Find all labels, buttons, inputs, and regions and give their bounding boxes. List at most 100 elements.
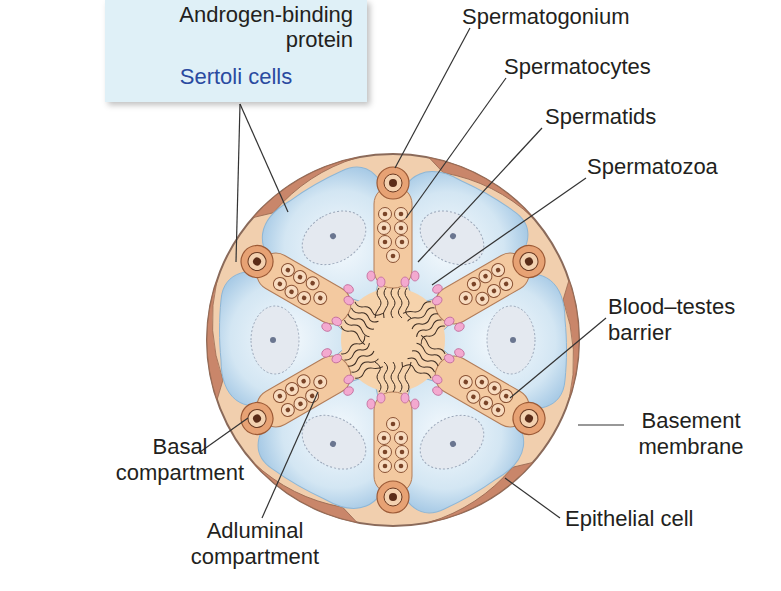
cell-part xyxy=(495,267,501,273)
germ-column xyxy=(230,231,387,352)
cell-layer xyxy=(207,149,579,531)
spermatozoon xyxy=(407,306,435,325)
sertoli-nucleus xyxy=(293,200,376,276)
spermatozoon xyxy=(350,306,378,324)
cell-part xyxy=(471,281,477,287)
cell-part xyxy=(309,280,315,286)
cell-part xyxy=(301,295,307,301)
cell-part xyxy=(391,254,396,259)
spermatocyte xyxy=(304,274,322,292)
spermatid xyxy=(342,385,355,397)
cell-part xyxy=(382,436,387,441)
spermatozoon xyxy=(418,324,447,344)
cell-part xyxy=(470,394,476,400)
spermatocyte xyxy=(303,387,321,405)
cell-part xyxy=(270,337,276,343)
cell-part xyxy=(374,392,412,494)
cell-part xyxy=(389,179,397,187)
spermatozoon xyxy=(383,288,388,318)
part-label: Spermatogonium xyxy=(462,4,682,30)
spermatogonium xyxy=(235,397,279,441)
cell-part xyxy=(285,407,291,413)
spermatozoon xyxy=(354,298,383,318)
spermatid xyxy=(330,353,343,365)
part-label: Spermatozoa xyxy=(587,154,773,180)
spermatocyte xyxy=(465,275,483,293)
cell-part xyxy=(383,240,388,245)
spermatocyte xyxy=(379,446,392,459)
cell-part xyxy=(252,256,263,267)
cell-part xyxy=(383,464,388,469)
spermatid xyxy=(377,277,385,287)
cell-part xyxy=(383,212,388,217)
spermatid xyxy=(431,295,444,307)
spermatozoon xyxy=(398,362,403,392)
cell-part xyxy=(463,379,469,385)
spermatid xyxy=(401,277,409,287)
spermatozoon xyxy=(391,288,395,318)
spermatocyte xyxy=(379,460,392,473)
spermatozoon xyxy=(411,349,439,367)
sertoli-nucleus xyxy=(293,404,376,480)
spermatocyte xyxy=(311,373,329,391)
spermatocyte xyxy=(473,290,491,308)
cell-part xyxy=(384,174,402,192)
cell-part xyxy=(482,273,488,279)
lumen xyxy=(341,288,445,392)
germ-column xyxy=(399,328,556,449)
spermatogonium xyxy=(377,481,409,513)
spermatocyte xyxy=(379,208,392,221)
spermatid xyxy=(320,347,333,359)
spermatid xyxy=(377,393,385,403)
spermatozoon xyxy=(418,335,447,355)
cell-part xyxy=(495,407,501,413)
spermatozoon xyxy=(343,318,371,337)
sertoli-nucleus xyxy=(411,404,494,480)
cell-part xyxy=(524,256,535,267)
spermatozoon xyxy=(403,298,432,318)
spermatid xyxy=(453,347,466,359)
cell-part xyxy=(491,288,497,294)
germ-column xyxy=(399,231,556,352)
part-label: Blood–testes barrier xyxy=(608,294,768,346)
spermatogonium xyxy=(377,167,409,199)
spermatid xyxy=(443,315,456,327)
spermatid xyxy=(401,393,409,403)
spermatid xyxy=(342,295,355,307)
box-note: Androgen-binding protein xyxy=(119,2,353,52)
spermatozoon xyxy=(415,343,443,362)
cell-part xyxy=(517,406,542,431)
spermatocyte xyxy=(395,222,408,235)
cell-part xyxy=(503,393,509,399)
cell-part xyxy=(245,249,270,274)
spermatocyte xyxy=(457,289,475,307)
spermatocyte xyxy=(395,208,408,221)
cell-part xyxy=(399,436,404,441)
sertoli-nucleus xyxy=(251,306,299,374)
part-label: Spermatids xyxy=(545,104,725,130)
part-label: Basement membrane xyxy=(626,408,756,460)
germ-column xyxy=(230,328,387,449)
spermatocyte xyxy=(295,372,313,390)
spermatozoon xyxy=(339,324,368,344)
spermatogonium xyxy=(507,240,551,284)
cell-part xyxy=(510,337,516,343)
spermatocyte xyxy=(379,236,392,249)
spermatozoon xyxy=(405,288,411,318)
cell-part xyxy=(289,386,295,392)
spermatid xyxy=(342,373,355,385)
spermatocyte xyxy=(457,373,475,391)
cell-part xyxy=(483,400,489,406)
cell-part xyxy=(491,385,497,391)
spermatid xyxy=(320,321,333,333)
spermatozoon xyxy=(339,335,368,355)
spermatogonium xyxy=(507,397,551,441)
spermatocyte xyxy=(395,460,408,473)
spermatozoon xyxy=(384,362,388,392)
spermatozoon xyxy=(350,355,378,374)
cell-part xyxy=(382,226,387,231)
cell-part xyxy=(277,393,283,399)
spermatocyte xyxy=(464,388,482,406)
spermatid xyxy=(431,373,444,385)
spermatocyte xyxy=(473,373,491,391)
